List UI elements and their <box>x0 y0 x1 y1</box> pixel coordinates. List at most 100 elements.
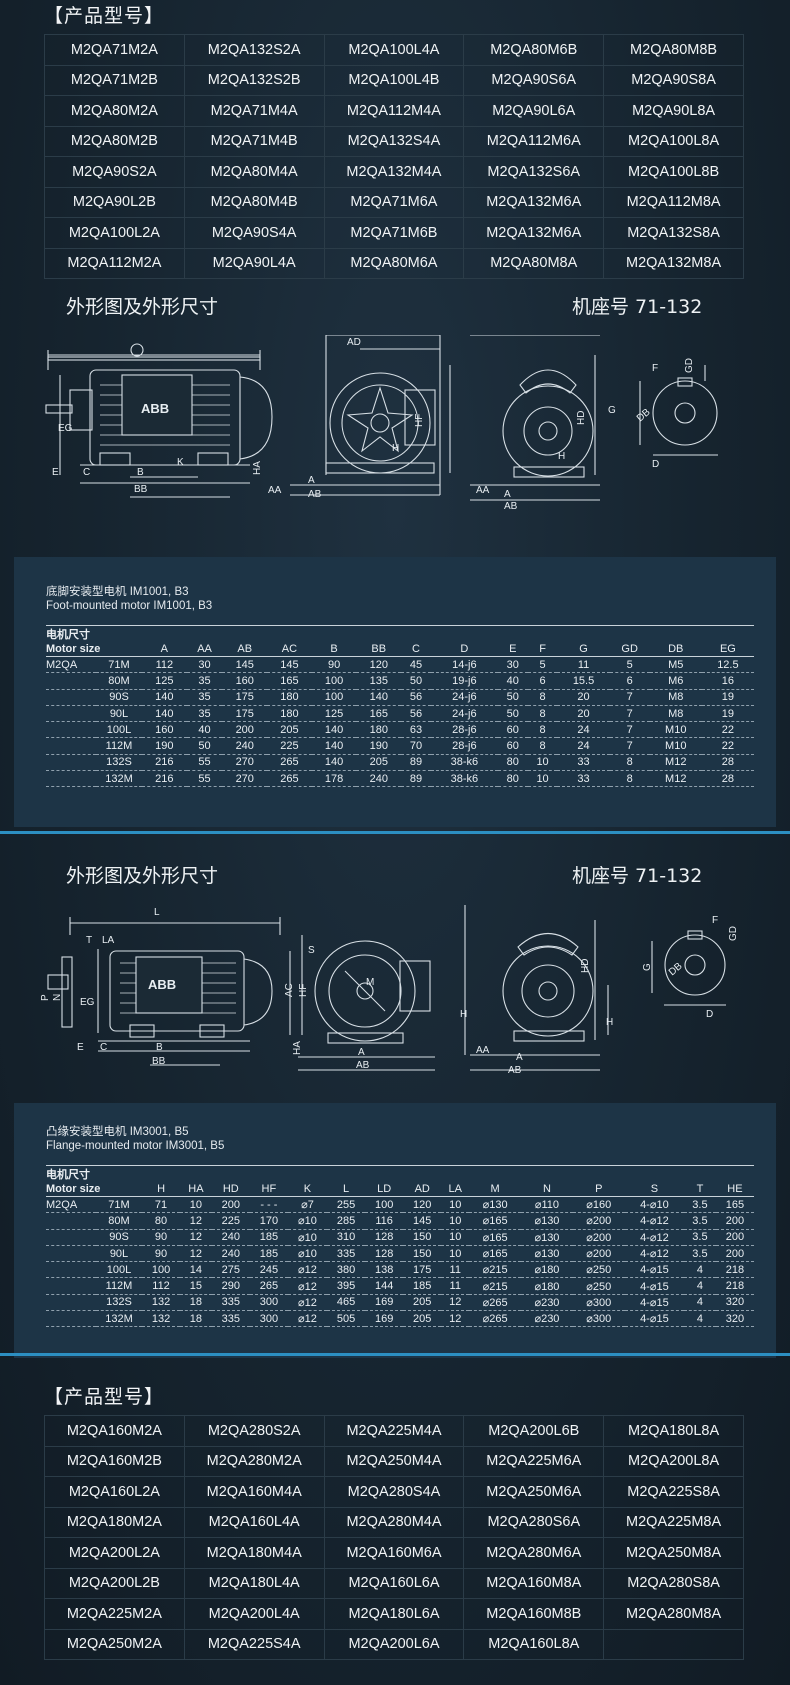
dimension-cell: 190 <box>356 737 402 755</box>
column-header: AB <box>222 642 268 657</box>
dim-label-K: K <box>177 457 184 468</box>
motor-size-cell: 71M <box>96 1196 142 1214</box>
series-cell <box>46 672 96 690</box>
model-cell: M2QA200L4A <box>183 1598 325 1630</box>
dimension-cell: ⌀130 <box>521 1212 573 1230</box>
model-cell: M2QA225M6A <box>463 1445 605 1477</box>
dimension-cell: 4-⌀15 <box>624 1261 685 1279</box>
dimension-cell: 140 <box>311 737 357 755</box>
model-cell: M2QA71M4A <box>183 95 325 127</box>
drawing-title: 外形图及外形尺寸 <box>66 865 219 887</box>
model-cell: M2QA90L8A <box>603 95 744 127</box>
dim-label-H: H <box>460 1009 467 1020</box>
model-cell: M2QA90L6A <box>463 95 605 127</box>
dimension-cell: 200 <box>222 721 268 739</box>
dimension-cell: 100 <box>311 689 357 706</box>
dimension-cell: 4 <box>684 1294 716 1312</box>
dimension-cell: 3.5 <box>684 1212 716 1230</box>
dim-label-F: F <box>712 915 718 926</box>
foot-mounted-dimension-panel: 底脚安装型电机 IM1001, B3 Foot-mounted motor IM… <box>14 557 776 827</box>
dimension-cell: 275 <box>211 1261 250 1279</box>
flange-mounted-outline-drawing: L T LA ABB P N EG E C B BB AC HF AD S M … <box>40 905 739 1076</box>
column-header: C <box>401 642 431 657</box>
dimension-cell: 205 <box>267 721 312 739</box>
dimension-cell: 10 <box>441 1245 470 1263</box>
motor-size-cell: 132S <box>96 754 142 772</box>
dim-label-HA: HA <box>252 461 263 475</box>
model-cell: M2QA225M2A <box>44 1598 185 1630</box>
dimension-cell: 4-⌀12 <box>624 1212 685 1230</box>
dimension-cell: 145 <box>403 1212 442 1230</box>
dimension-cell: ⌀12 <box>287 1277 328 1295</box>
model-cell <box>603 1628 744 1660</box>
model-cell: M2QA160M2B <box>44 1445 185 1477</box>
dimension-cell: 4 <box>684 1277 716 1295</box>
frame-size-label: 机座号 71-132 <box>572 865 703 887</box>
dim-label-H: H <box>392 443 399 454</box>
model-cell: M2QA160M4A <box>183 1476 325 1508</box>
dimension-cell: 11 <box>441 1277 470 1295</box>
dimension-cell: 128 <box>365 1229 404 1246</box>
dimension-cell: 200 <box>715 1245 754 1263</box>
column-header: D <box>430 642 498 657</box>
dim-label-LA: LA <box>102 935 115 946</box>
dimension-cell: 165 <box>715 1196 754 1214</box>
dim-label-H-end: H <box>606 1017 613 1028</box>
dimension-cell: 15.5 <box>557 672 610 690</box>
series-cell <box>46 1212 96 1230</box>
dimension-cell: 28 <box>701 770 754 788</box>
dimension-cell: 140 <box>142 705 187 723</box>
column-header: BB <box>356 642 402 657</box>
dimension-cell: ⌀300 <box>572 1310 625 1328</box>
dimension-cell: 8 <box>527 689 558 706</box>
dimension-cell: 320 <box>715 1310 754 1328</box>
dimension-cell: 7 <box>609 721 650 739</box>
dimension-cell: 30 <box>497 656 528 674</box>
dim-label-HD: HD <box>580 959 591 973</box>
dimension-cell: ⌀130 <box>521 1245 573 1263</box>
dim-label-C: C <box>83 467 90 478</box>
model-cell: M2QA132S2A <box>183 34 325 66</box>
dimension-cell: 270 <box>222 770 268 788</box>
dimension-cell: ⌀180 <box>521 1261 573 1279</box>
dimension-cell: 150 <box>403 1245 442 1263</box>
dimension-cell: ⌀12 <box>287 1310 328 1328</box>
model-cell: M2QA280S6A <box>463 1506 605 1538</box>
dimension-cell: 395 <box>327 1277 366 1295</box>
dimension-cell: 50 <box>497 689 528 706</box>
column-header: H <box>142 1182 181 1197</box>
dimension-cell: 55 <box>186 754 223 772</box>
dimension-cell: 200 <box>715 1229 754 1246</box>
dimension-cell: 38-k6 <box>430 754 498 772</box>
dimension-cell: ⌀160 <box>572 1196 625 1214</box>
dimension-cell: ⌀230 <box>521 1294 573 1312</box>
model-cell: M2QA71M2A <box>44 34 185 66</box>
model-cell: M2QA71M6A <box>323 186 465 218</box>
dim-label-L: L <box>154 907 160 918</box>
model-cell: M2QA280S4A <box>323 1476 465 1508</box>
dimension-cell: ⌀215 <box>469 1277 522 1295</box>
dimension-cell: 335 <box>211 1294 250 1312</box>
dim-label-D: D <box>652 459 659 470</box>
dimension-cell: 7 <box>609 705 650 723</box>
dimension-cell: 140 <box>311 754 357 772</box>
dimension-cell: 18 <box>180 1310 212 1328</box>
dimension-cell: 19 <box>701 689 754 706</box>
dimension-cell: 56 <box>401 689 431 706</box>
dimension-cell: 89 <box>401 770 431 788</box>
dim-label-DB: DB <box>667 961 685 979</box>
section-divider <box>0 831 790 834</box>
dimension-cell: ⌀250 <box>572 1277 625 1295</box>
dimension-cell: 20 <box>557 705 610 723</box>
